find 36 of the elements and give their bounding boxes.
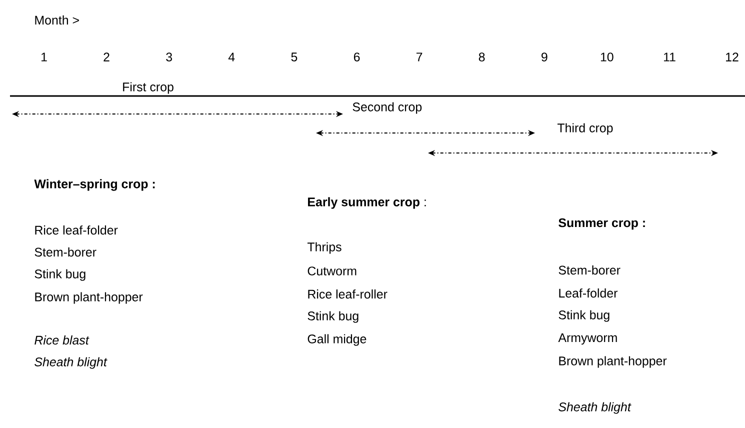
pest-name: Brown plant-hopper bbox=[559, 356, 667, 368]
pest-name: Stink bug bbox=[558, 310, 610, 322]
month-number: 1 bbox=[42, 52, 47, 62]
pest-name: Gall midge bbox=[308, 334, 366, 346]
disease-name: Sheath blight bbox=[558, 402, 632, 414]
month-number: 4 bbox=[228, 52, 235, 62]
month-number: 8 bbox=[478, 52, 485, 62]
month-number: 2 bbox=[104, 52, 110, 62]
pest-name: Brown plant-hopper bbox=[35, 292, 143, 304]
pest-name: Stink bug bbox=[34, 269, 86, 281]
column-heading: Early summer crop : bbox=[308, 197, 426, 209]
month-number: 10 bbox=[600, 52, 614, 62]
month-number: 5 bbox=[291, 52, 298, 62]
month-number: 6 bbox=[354, 52, 360, 62]
pest-name: Thrips bbox=[307, 242, 342, 254]
pest-name: Stink bug bbox=[308, 311, 358, 323]
column-heading: Winter–spring crop : bbox=[34, 179, 155, 191]
month-number: 3 bbox=[166, 52, 172, 62]
pest-name: Stem-borer bbox=[558, 265, 620, 275]
month-number: 11 bbox=[664, 52, 676, 62]
month-number: 7 bbox=[416, 52, 422, 62]
month-number: 9 bbox=[542, 52, 548, 62]
axis-title: Month > bbox=[35, 15, 79, 25]
crop-label: Second crop bbox=[352, 102, 422, 114]
crop-label: Third crop bbox=[557, 123, 613, 135]
column-heading: Summer crop : bbox=[558, 218, 645, 230]
pest-name: Cutworm bbox=[308, 266, 356, 276]
crop-label: First crop bbox=[123, 82, 174, 94]
month-number: 12 bbox=[726, 52, 738, 62]
disease-name: Sheath blight bbox=[34, 357, 108, 369]
pest-name: Rice leaf-roller bbox=[308, 289, 388, 299]
pest-name: Leaf-folder bbox=[559, 288, 618, 298]
pest-name: Armyworm bbox=[558, 333, 617, 345]
pest-name: Rice leaf-folder bbox=[35, 225, 118, 235]
disease-name: Rice blast bbox=[34, 335, 90, 345]
pest-name: Stem-borer bbox=[34, 247, 96, 257]
